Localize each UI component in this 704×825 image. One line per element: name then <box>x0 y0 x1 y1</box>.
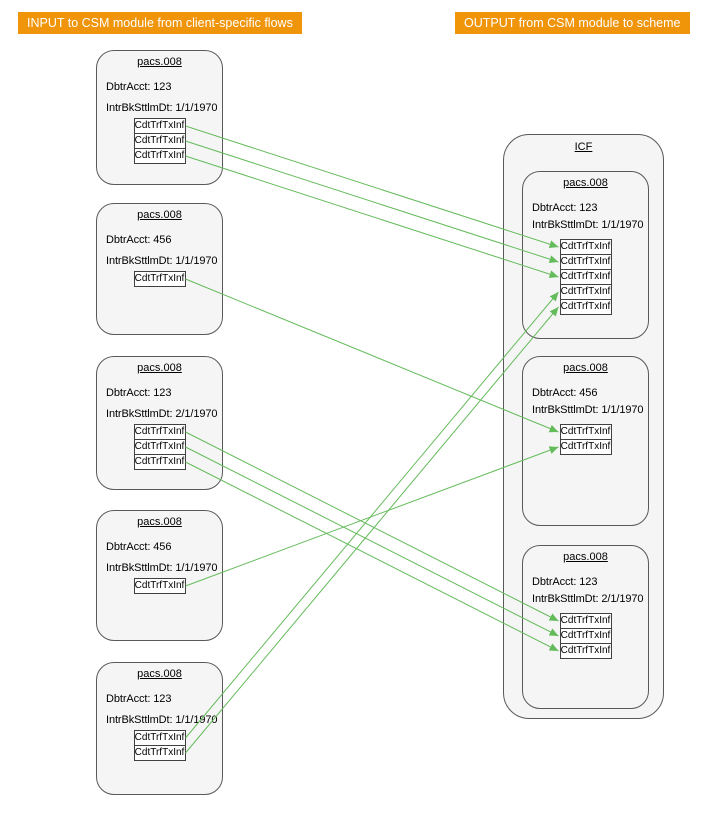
pacs-title: pacs.008 <box>563 551 608 563</box>
cdttrftxinf-box: CdtTrfTxInf <box>133 745 186 761</box>
pacs-field: IntrBkSttlmDt: 1/1/1970 <box>532 404 644 416</box>
pacs-field: DbtrAcct: 123 <box>532 202 598 214</box>
pacs-field: DbtrAcct: 456 <box>106 541 172 553</box>
cdttrftxinf-box: CdtTrfTxInf <box>559 269 612 285</box>
pacs-title: pacs.008 <box>137 668 182 680</box>
pacs-field: DbtrAcct: 123 <box>106 387 172 399</box>
pacs-title: pacs.008 <box>563 177 608 189</box>
cdttrftxinf-box: CdtTrfTxInf <box>133 118 186 134</box>
pacs-field: DbtrAcct: 456 <box>532 387 598 399</box>
pacs-field: IntrBkSttlmDt: 1/1/1970 <box>532 219 644 231</box>
txn-stack: CdtTrfTxInf <box>133 271 186 287</box>
pacs-field: IntrBkSttlmDt: 2/1/1970 <box>106 408 218 420</box>
pacs-field: IntrBkSttlmDt: 1/1/1970 <box>106 562 218 574</box>
cdttrftxinf-box: CdtTrfTxInf <box>559 424 612 440</box>
pacs-title: pacs.008 <box>137 362 182 374</box>
cdttrftxinf-box: CdtTrfTxInf <box>559 439 612 455</box>
cdttrftxinf-box: CdtTrfTxInf <box>559 299 612 315</box>
pacs-field: DbtrAcct: 123 <box>106 693 172 705</box>
pacs-title: pacs.008 <box>563 362 608 374</box>
cdttrftxinf-box: CdtTrfTxInf <box>559 613 612 629</box>
input-banner: INPUT to CSM module from client-specific… <box>18 12 302 34</box>
txn-stack: CdtTrfTxInf <box>133 578 186 594</box>
pacs-title: pacs.008 <box>137 516 182 528</box>
cdttrftxinf-box: CdtTrfTxInf <box>133 133 186 149</box>
pacs-field: IntrBkSttlmDt: 1/1/1970 <box>106 255 218 267</box>
cdttrftxinf-box: CdtTrfTxInf <box>133 271 186 287</box>
pacs-field: DbtrAcct: 123 <box>106 81 172 93</box>
pacs-field: IntrBkSttlmDt: 1/1/1970 <box>106 714 218 726</box>
cdttrftxinf-box: CdtTrfTxInf <box>133 578 186 594</box>
cdttrftxinf-box: CdtTrfTxInf <box>559 254 612 270</box>
cdttrftxinf-box: CdtTrfTxInf <box>133 730 186 746</box>
cdttrftxinf-box: CdtTrfTxInf <box>133 424 186 440</box>
pacs-field: IntrBkSttlmDt: 2/1/1970 <box>532 593 644 605</box>
cdttrftxinf-box: CdtTrfTxInf <box>133 439 186 455</box>
cdttrftxinf-box: CdtTrfTxInf <box>559 643 612 659</box>
cdttrftxinf-box: CdtTrfTxInf <box>559 628 612 644</box>
pacs-title: pacs.008 <box>137 209 182 221</box>
pacs-field: DbtrAcct: 456 <box>106 234 172 246</box>
cdttrftxinf-box: CdtTrfTxInf <box>133 148 186 164</box>
pacs-title: pacs.008 <box>137 56 182 68</box>
icf-title: ICF <box>574 141 593 153</box>
cdttrftxinf-box: CdtTrfTxInf <box>559 284 612 300</box>
pacs-field: DbtrAcct: 123 <box>532 576 598 588</box>
cdttrftxinf-box: CdtTrfTxInf <box>133 454 186 470</box>
pacs-field: IntrBkSttlmDt: 1/1/1970 <box>106 102 218 114</box>
cdttrftxinf-box: CdtTrfTxInf <box>559 239 612 255</box>
output-banner: OUTPUT from CSM module to scheme <box>455 12 690 34</box>
